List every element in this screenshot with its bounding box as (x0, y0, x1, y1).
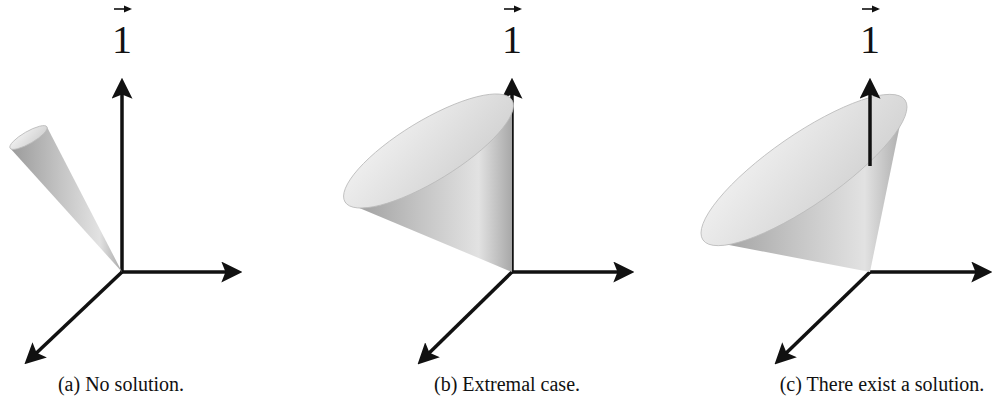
panel-caption: (c) There exist a solution. (780, 374, 985, 394)
vector-arrow (862, 8, 878, 10)
cone-c (683, 71, 925, 272)
panel-caption: (a) No solution. (58, 374, 184, 394)
axes-c (779, 272, 986, 360)
cone-a (7, 122, 122, 272)
vector-label: 1 (502, 20, 522, 60)
axis-c-vertical (868, 84, 872, 166)
vector-label: 1 (112, 20, 132, 60)
cone-b (329, 74, 527, 272)
vector-arrow (504, 8, 520, 10)
vector-arrow (114, 8, 130, 10)
axes-a (29, 84, 236, 360)
panel-caption: (b) Extremal case. (434, 374, 580, 394)
vector-label: 1 (860, 20, 880, 60)
